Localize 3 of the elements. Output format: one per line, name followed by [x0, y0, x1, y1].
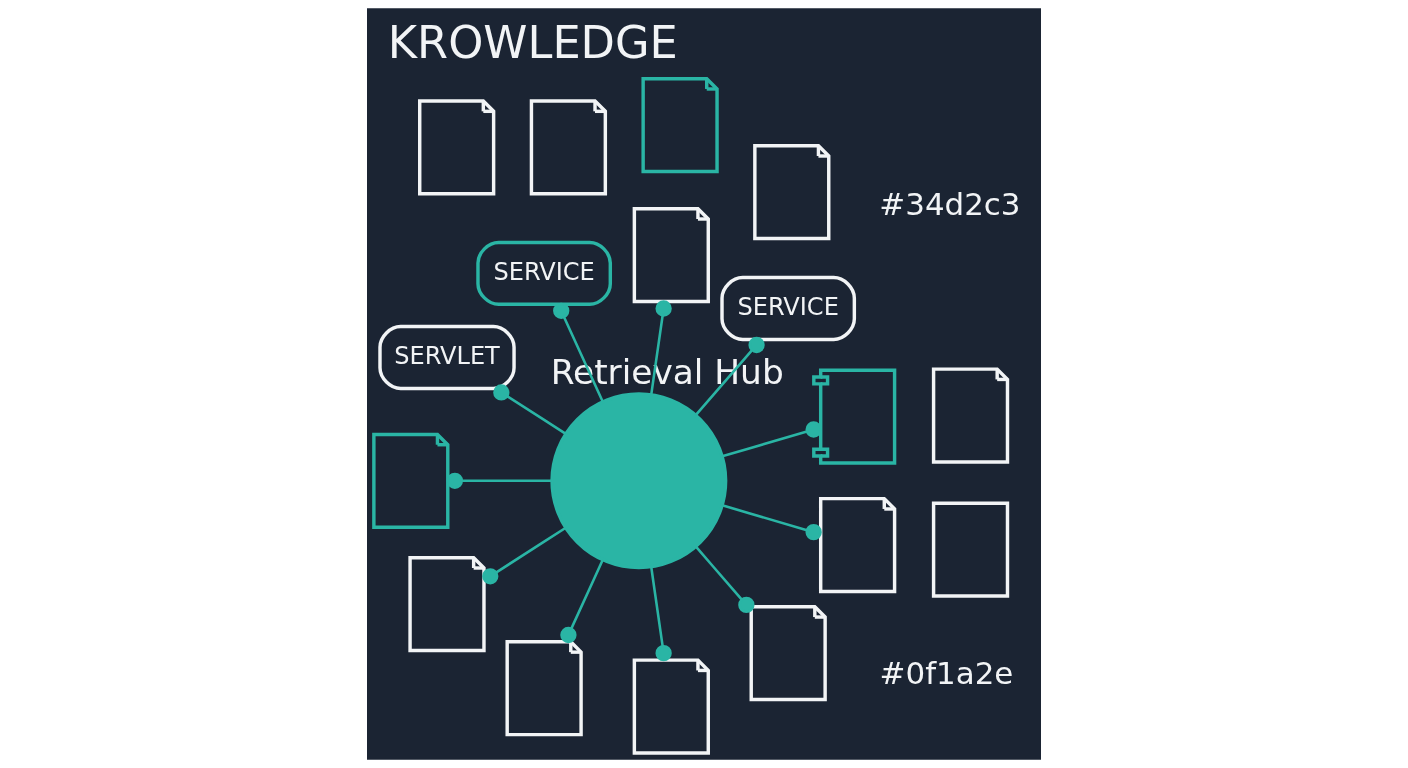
label: #0f1a2e: [879, 655, 1014, 692]
label: #34d2c3: [879, 186, 1021, 223]
diagram-title: KROWLEDGE: [387, 16, 678, 69]
